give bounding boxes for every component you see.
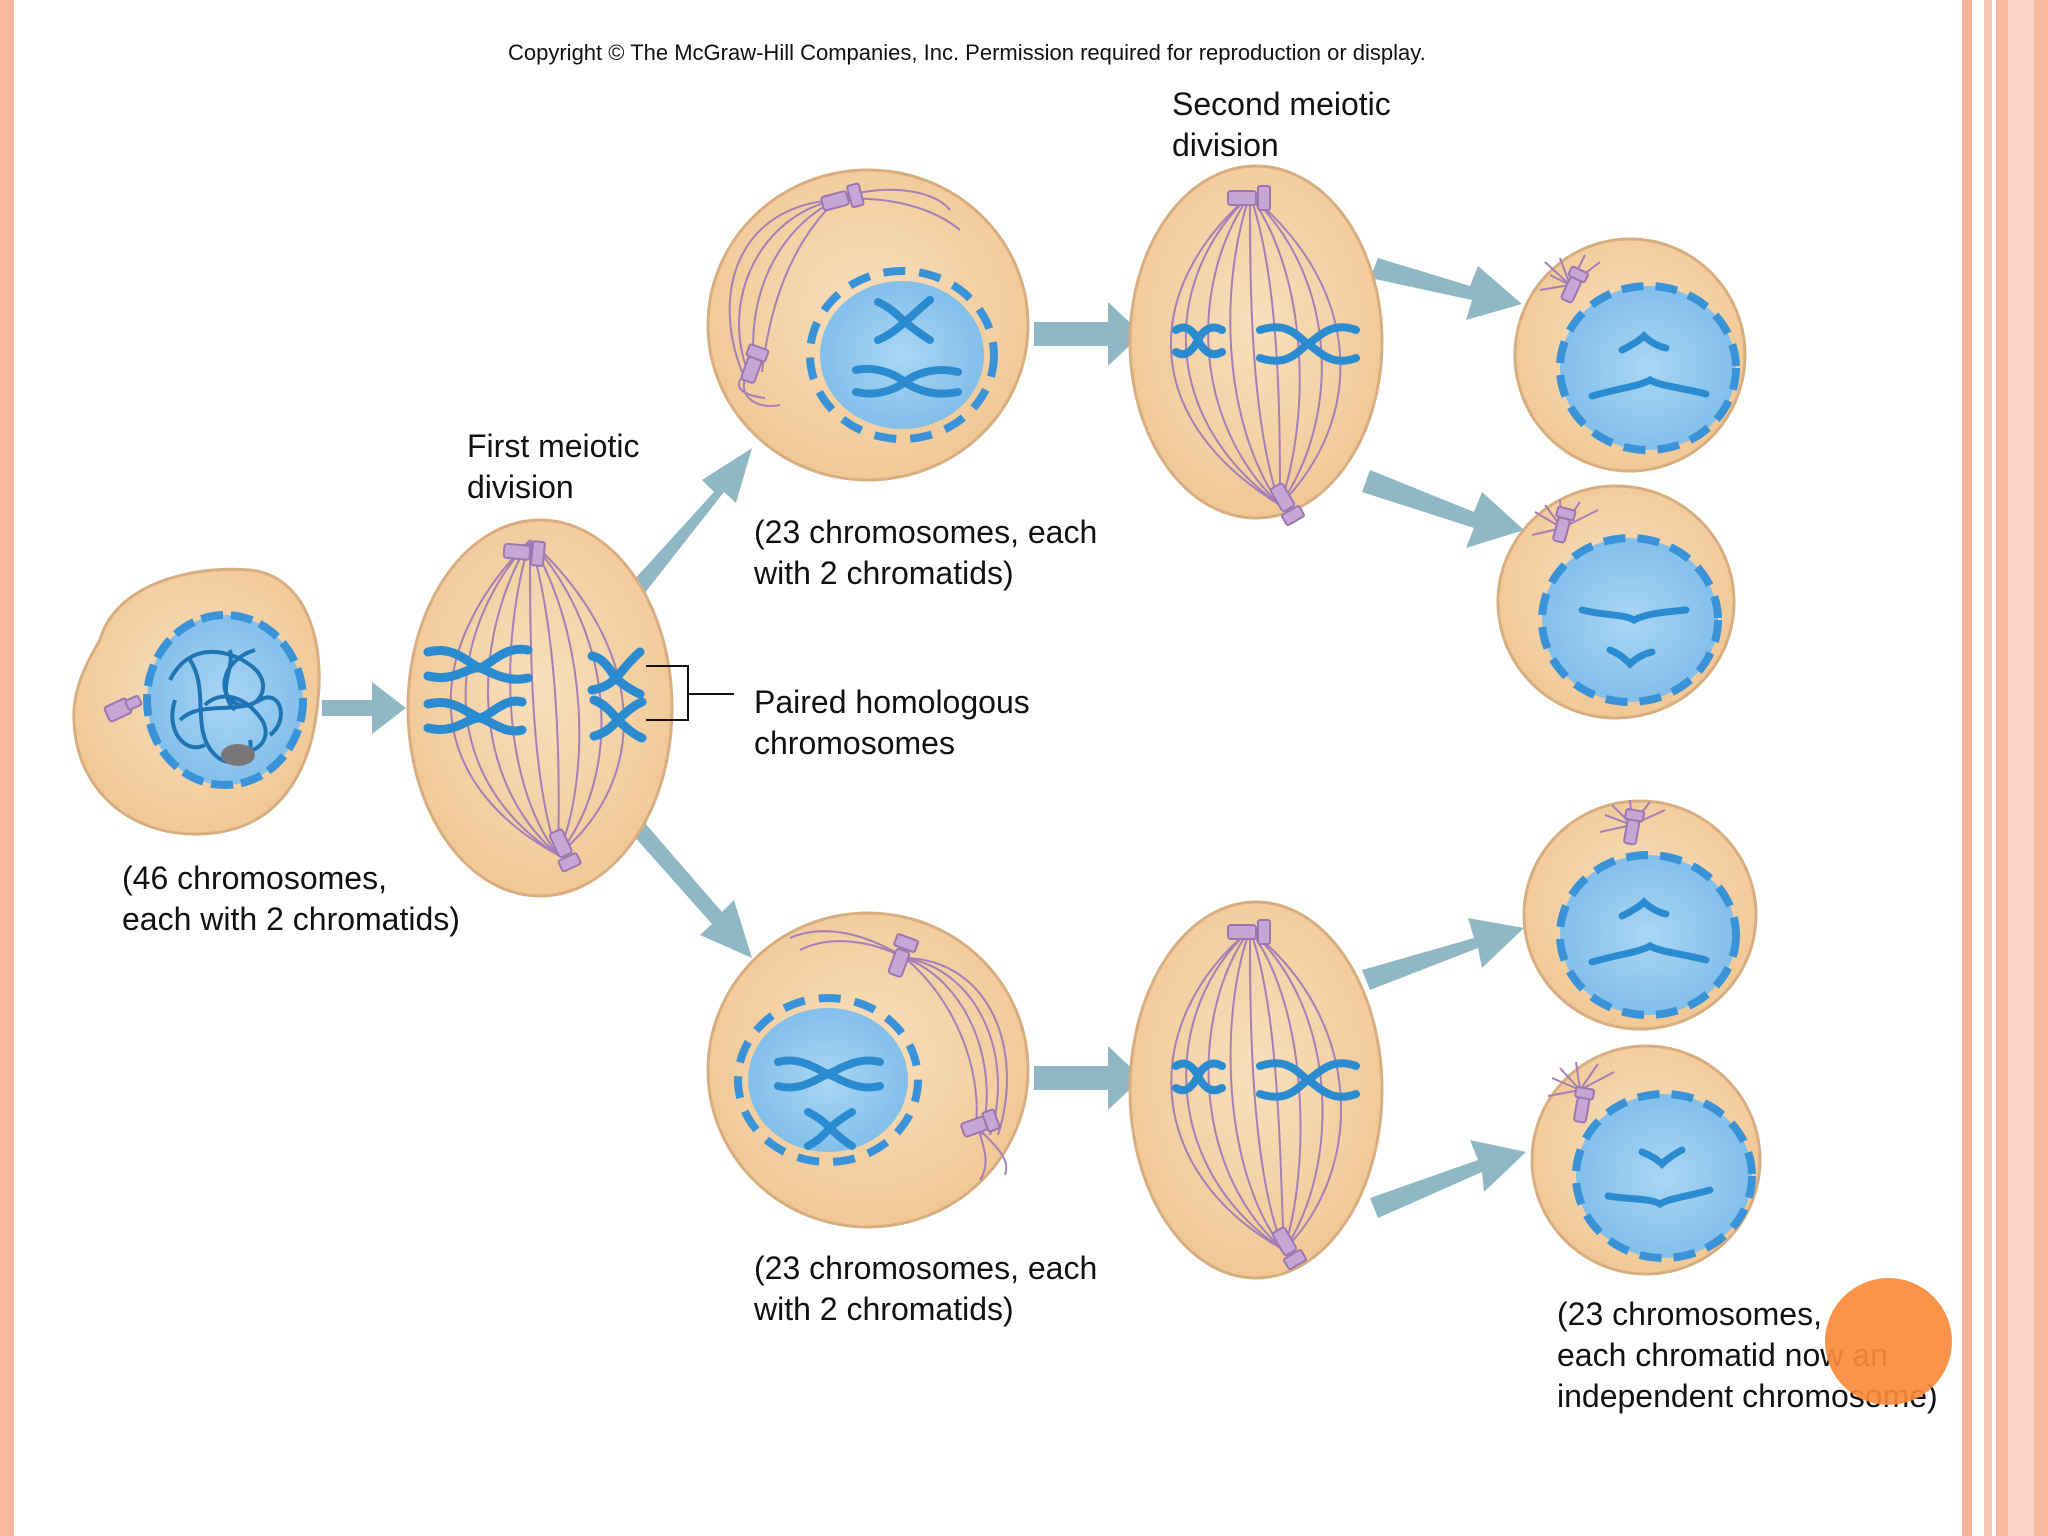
chromosomes (1588, 331, 1710, 400)
left-border-strip (0, 0, 14, 1536)
nucleus (748, 1008, 908, 1152)
right-border-strip (1962, 0, 1972, 1536)
chromosomes (774, 1056, 884, 1150)
upper-daughter-cell (706, 168, 1030, 482)
arrow-start-to-first (322, 682, 406, 734)
pointer-highlight-dot (1825, 1278, 1952, 1405)
centriole-icon (1552, 505, 1577, 544)
centriole-icon (1560, 265, 1589, 304)
spindle-fibers (789, 930, 1008, 1181)
paired-chromosomes-right (587, 647, 647, 743)
final-cell-1 (1513, 237, 1747, 473)
final-cell-2 (1496, 484, 1736, 720)
first-division-cell (406, 518, 674, 898)
lower-daughter-cell (706, 911, 1030, 1229)
chromosomes (1604, 1146, 1714, 1209)
arrow-second-up-to-final2 (1362, 470, 1524, 548)
second-division-upper-cell (1128, 164, 1384, 527)
chromosomes (1172, 323, 1360, 365)
arrow-second-up-to-final1 (1370, 258, 1522, 320)
nucleus (820, 281, 984, 429)
chromosomes (1588, 897, 1710, 966)
spindle-fibers (449, 539, 625, 856)
nucleolus (221, 744, 255, 766)
centriole-icon (548, 828, 582, 873)
arrow-first-to-lower (632, 822, 752, 958)
second-division-lower-cell (1128, 900, 1384, 1280)
centriole-icon (1227, 185, 1271, 211)
chromosomes (1578, 606, 1690, 669)
centriole-icon (103, 694, 143, 723)
arrow-first-to-upper (632, 448, 752, 594)
arrow-second-down-to-final1 (1362, 918, 1524, 990)
arrow-lower-to-second (1034, 1046, 1142, 1110)
right-border-strip (2008, 0, 2034, 1536)
upper-daughter-caption: (23 chromosomes, each with 2 chromatids) (754, 514, 1098, 591)
lower-daughter-caption: (23 chromosomes, each with 2 chromatids) (754, 1250, 1098, 1327)
nucleus (1560, 855, 1736, 1015)
centriole-icon (502, 540, 546, 567)
centriole-icon (887, 933, 919, 978)
centriole-icon (1270, 482, 1305, 527)
arrow-second-down-to-final2 (1370, 1140, 1526, 1218)
second-meiotic-division-label: Second meiotic division (1172, 86, 1391, 163)
centriole-icon (820, 182, 865, 212)
chromosomes (1172, 1059, 1360, 1101)
arrow-upper-to-second (1034, 302, 1142, 366)
process-arrows (322, 258, 1526, 1218)
final-cell-3 (1522, 799, 1758, 1031)
paired-chromosomes-left (423, 644, 533, 736)
centriole-icon (1573, 1086, 1596, 1124)
centriole-icon (1227, 919, 1271, 945)
first-meiotic-division-label: First meiotic division (467, 428, 640, 505)
right-border-strip (1984, 0, 1992, 1536)
paired-homologous-bracket (646, 665, 734, 721)
nucleus (1560, 286, 1736, 450)
start-cell (72, 567, 321, 836)
centriole-icon (1272, 1226, 1307, 1271)
centriole-icon (1623, 808, 1646, 846)
start-cell-caption: (46 chromosomes, each with 2 chromatids) (122, 860, 460, 937)
final-cell-4 (1530, 1044, 1762, 1276)
centriole-icon (740, 343, 770, 384)
paired-homologous-label: Paired homologous chromosomes (754, 684, 1030, 761)
copyright-notice: Copyright © The McGraw-Hill Companies, I… (508, 40, 1426, 65)
centriole-icon (960, 1108, 1001, 1138)
chromosomes (852, 296, 962, 398)
nucleus (1576, 1094, 1752, 1258)
